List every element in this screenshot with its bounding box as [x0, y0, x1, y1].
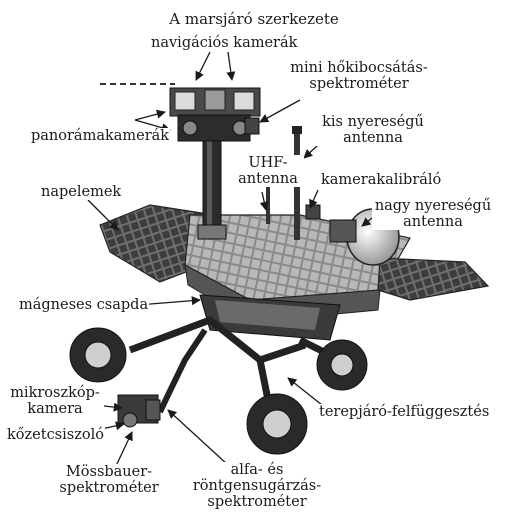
wheel [316, 339, 368, 391]
solar-panel-right [377, 257, 490, 301]
label-solar-panels: napelemek [40, 184, 123, 200]
label-low-gain-antenna: kis nyereségű antenna [312, 114, 434, 146]
label-rock-abrasion-tool: kőzetcsiszoló [6, 427, 105, 443]
diagram-title: A marsjáró szerkezete [169, 10, 339, 28]
label-microscopic-imager: mikroszkóp- kamera [6, 385, 104, 417]
wheel [69, 327, 127, 383]
label-mini-tes: mini hőkibocsátás- spektrométer [278, 60, 440, 92]
label-navigation-cameras: navigációs kamerák [150, 35, 299, 51]
uhf-antenna [266, 172, 270, 224]
calibration-target [305, 204, 321, 220]
wheel [246, 393, 308, 455]
label-mossbauer-spectrometer: Mössbauer- spektrométer [50, 464, 168, 496]
label-uhf-antenna: UHF- antenna [232, 155, 304, 187]
label-camera-calibration: kamerakalibráló [320, 172, 443, 188]
instrument-arm [117, 328, 208, 428]
label-high-gain-antenna: nagy nyereségű antenna [372, 198, 494, 230]
warm-electronics-box [199, 294, 341, 341]
label-suspension: terepjáró-felfüggesztés [318, 404, 491, 420]
label-apxs: alfa- és röntgensugárzás- spektrométer [186, 462, 328, 510]
label-panoramic-cameras: panorámakamerák [30, 128, 171, 144]
camera-head [100, 83, 261, 142]
label-magnetic-trap: mágneses csapda [18, 297, 150, 313]
